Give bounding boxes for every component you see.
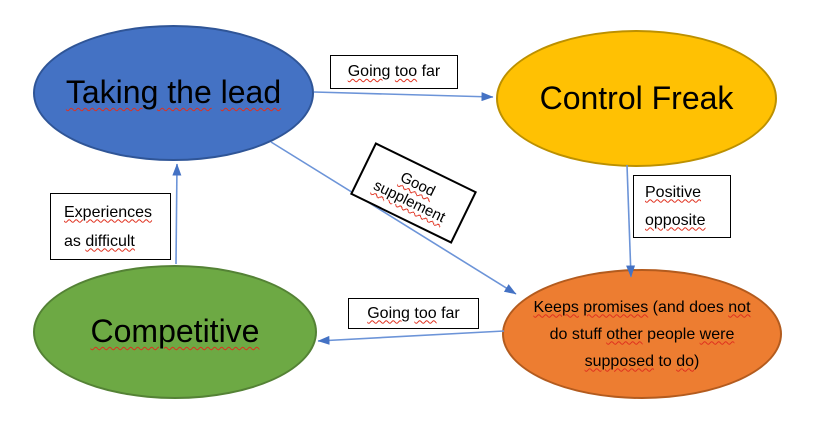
node-competitive: Competitive	[33, 265, 317, 399]
node-control-freak: Control Freak	[496, 30, 777, 167]
arrow-keeps-to-competitive	[317, 330, 505, 345]
arrow-competitive-to-taking	[172, 163, 182, 265]
node-taking-the-lead-label: Taking the lead	[65, 74, 282, 111]
edge-label-text: Going too far	[347, 63, 441, 80]
node-taking-the-lead: Taking the lead	[33, 25, 314, 161]
node-control-freak-label: Control Freak	[539, 79, 734, 116]
arrow-control-to-keeps	[626, 164, 636, 278]
edge-label-going-too-far-top: Going too far	[330, 55, 458, 89]
edge-label-going-too-far-bottom: Going too far	[348, 298, 479, 329]
node-competitive-label: Competitive	[90, 313, 260, 350]
arrow-taking-to-control	[313, 91, 494, 102]
edge-label-text: Going too far	[367, 304, 460, 322]
